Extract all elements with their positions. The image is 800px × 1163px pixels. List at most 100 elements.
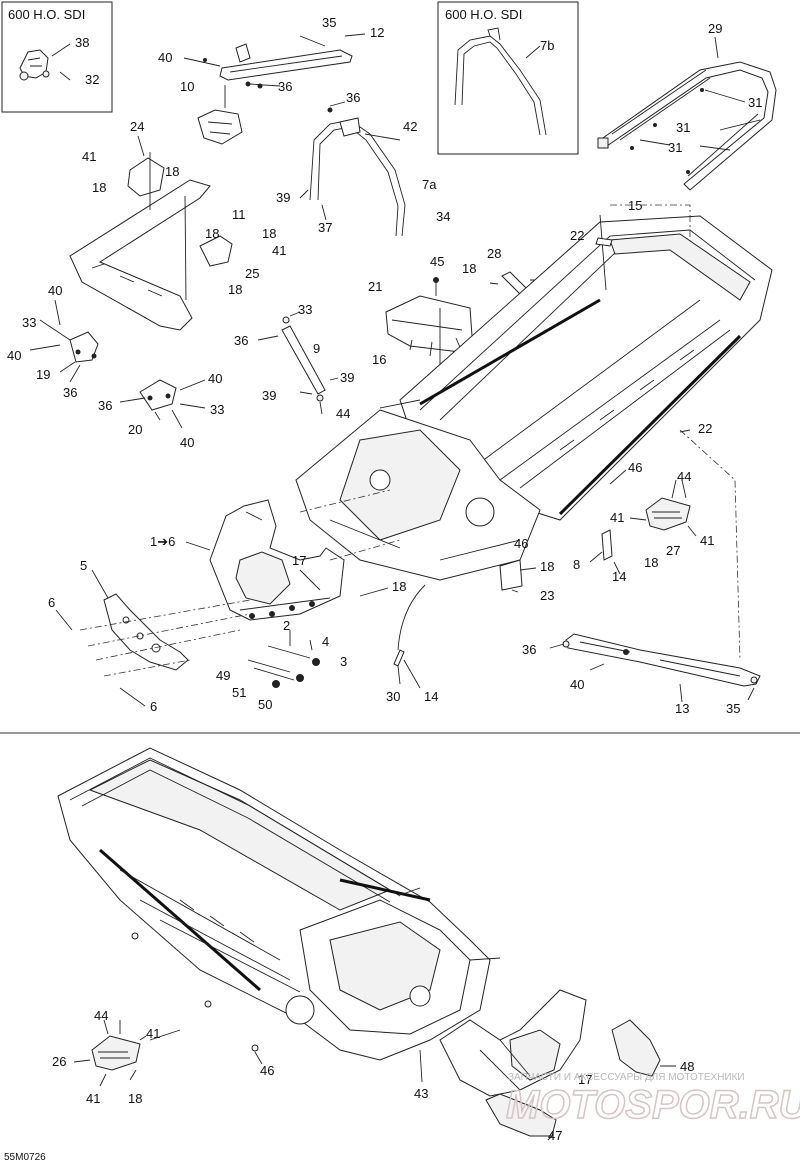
callout-16-a: 16 (372, 352, 386, 367)
callout-36-e: 36 (98, 398, 112, 413)
callout-20: 20 (128, 422, 142, 437)
cable-30: 30 14 (386, 649, 438, 704)
callout-6-b: 6 (150, 699, 157, 714)
callout-35-a: 35 (322, 15, 336, 30)
callout-9: 9 (313, 341, 320, 356)
callout-18-k: 18 (128, 1091, 142, 1106)
upper-frame-tunnel: 15 22 22 46 (295, 198, 773, 661)
left-bracket-19: 40 33 40 19 36 (7, 283, 99, 400)
callout-18-h: 18 (644, 555, 658, 570)
callout-33-a: 33 (22, 315, 36, 330)
footrest-26: 44 41 26 41 18 (52, 1008, 181, 1106)
steering-support-assembly: 35 12 40 36 10 (158, 15, 384, 145)
callout-38: 38 (75, 35, 89, 50)
callout-21: 21 (368, 279, 382, 294)
callout-41-d: 41 (700, 533, 714, 548)
callout-5: 5 (80, 558, 87, 573)
callout-40-b: 40 (48, 283, 62, 298)
watermark-logo: MOTOSPOR.RU (506, 1083, 800, 1127)
callout-24: 24 (130, 119, 144, 134)
callout-18-e: 18 (228, 282, 242, 297)
callout-4: 4 (322, 634, 329, 649)
callout-19: 19 (36, 367, 50, 382)
callout-3: 3 (340, 654, 347, 669)
callout-39-a: 39 (276, 190, 290, 205)
callout-44-c: 44 (94, 1008, 108, 1023)
callout-44-a: 44 (336, 406, 350, 421)
callout-34: 34 (436, 209, 450, 224)
callout-51: 51 (232, 685, 246, 700)
callout-40-d: 40 (208, 371, 222, 386)
callout-41-c: 41 (610, 510, 624, 525)
callout-25: 25 (245, 266, 259, 281)
bracket-8: 8 14 (573, 529, 626, 584)
callout-40-a: 40 (158, 50, 172, 65)
callout-29: 29 (708, 21, 722, 36)
callout-36-d: 36 (234, 333, 248, 348)
callout-45: 45 (430, 254, 444, 269)
callout-41-e: 41 (146, 1026, 160, 1041)
callout-33-c: 33 (210, 402, 224, 417)
callout-18-c: 18 (205, 226, 219, 241)
side-bar-13: 36 40 13 35 (522, 633, 761, 716)
callout-18-a: 18 (165, 164, 179, 179)
callout-14-b: 14 (424, 689, 438, 704)
callout-40-c: 40 (7, 348, 21, 363)
rear-bumper-assembly: 29 31 31 31 (597, 21, 777, 191)
side-plate-5: 5 6 6 (48, 558, 251, 714)
callout-46-a: 46 (628, 460, 642, 475)
callout-39-c: 39 (262, 388, 276, 403)
callout-2: 2 (283, 618, 290, 633)
callout-41-a: 41 (82, 149, 96, 164)
inset-middle: 600 H.O. SDI 7b (437, 1, 579, 155)
inset-left-title: 600 H.O. SDI (8, 7, 85, 22)
callout-49: 49 (216, 668, 230, 683)
callout-22-b: 22 (698, 421, 712, 436)
pivot-hardware: 2 4 3 49 51 50 (216, 618, 347, 712)
callout-43: 43 (414, 1086, 428, 1101)
callout-46-c: 46 (260, 1063, 274, 1078)
callout-36-b: 36 (346, 90, 360, 105)
callout-50: 50 (258, 697, 272, 712)
steering-strut-9: 33 36 9 39 39 44 (234, 302, 354, 421)
callout-17-a: 17 (292, 553, 306, 568)
watermark-text: ЗАПЧАСТИ И АКСЕССУАРЫ ДЛЯ МОТОТЕХНИКИ (508, 1072, 745, 1083)
front-bracket-21: 45 18 28 18 21 16 16 (368, 246, 554, 395)
left-bracket-20: 36 40 33 20 40 (98, 371, 224, 450)
callout-36-a: 36 (278, 79, 292, 94)
callout-12: 12 (370, 25, 384, 40)
callout-30: 30 (386, 689, 400, 704)
callout-15: 15 (628, 198, 642, 213)
callout-18-d: 18 (262, 226, 276, 241)
inset-middle-title: 600 H.O. SDI (445, 7, 522, 22)
callout-35-b: 35 (726, 701, 740, 716)
callout-18-b: 18 (92, 180, 106, 195)
callout-10: 10 (180, 79, 194, 94)
callout-40-f: 40 (570, 677, 584, 692)
callout-6-a: 6 (48, 595, 55, 610)
callout-28: 28 (487, 246, 501, 261)
steering-column-bracket: 36 42 7a 39 37 34 (276, 90, 450, 237)
callout-33-b: 33 (298, 302, 312, 317)
bracket-23: 46 18 23 (499, 536, 554, 603)
callout-31-b: 31 (676, 120, 690, 135)
callout-11: 11 (232, 207, 246, 222)
footrest-27: 44 41 27 41 18 (610, 469, 714, 570)
callout-1-to-6: 1➔6 (150, 534, 175, 549)
figure-code: 55M0726 (4, 1152, 46, 1163)
callout-17-b: 17 (578, 1072, 592, 1087)
callout-40-e: 40 (180, 435, 194, 450)
callout-46-b: 46 (514, 536, 528, 551)
callout-14-a: 14 (612, 569, 626, 584)
callout-23: 23 (540, 588, 554, 603)
callout-48: 48 (680, 1059, 694, 1074)
inset-left: 600 H.O. SDI 38 32 (1, 1, 113, 113)
callout-47: 47 (548, 1128, 562, 1143)
callout-36-f: 36 (522, 642, 536, 657)
callout-13: 13 (675, 701, 689, 716)
callout-41-b: 41 (272, 243, 286, 258)
callout-31-a: 31 (748, 95, 762, 110)
callout-26: 26 (52, 1054, 66, 1069)
callout-44-b: 44 (677, 469, 691, 484)
